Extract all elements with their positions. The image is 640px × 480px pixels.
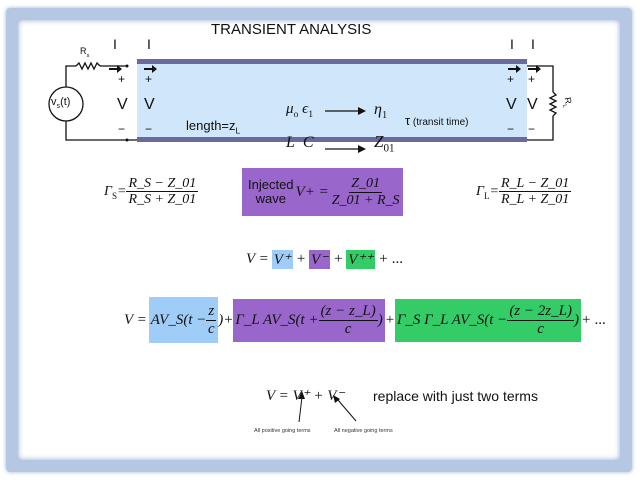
length-label: length=zL [186,118,241,136]
wave-sum-equation: V =V⁺+V⁻+V⁺⁺+ ... [246,250,404,269]
top-conductor [137,59,527,64]
two-term-equation: V = V⁺ + V⁻ [266,388,345,404]
source-label: vs(t) [51,96,71,111]
minus-sign: − [118,122,126,136]
current-label-line-in: I [147,36,151,52]
voltage-label: V [144,96,155,113]
positive-terms-note: All positive going terms [254,428,311,434]
current-label-line-out: I [510,36,514,52]
plus-sign: + [528,72,536,86]
line-params: L C [286,134,314,151]
plus-sign: + [507,72,515,86]
impedance-eta: η1 [374,101,388,122]
minus-sign: − [507,122,515,136]
current-label-load: I [531,36,535,52]
voltage-label: V [527,96,538,113]
line-body [137,62,527,140]
voltage-label: V [506,96,517,113]
two-term-note: replace with just two terms [373,388,538,404]
material-params: μo ϵ1 [286,101,314,120]
transit-time: τ (transit time) [405,113,469,128]
current-label-source: I [113,36,117,52]
rs-resistor-icon [75,61,101,71]
bottom-conductor [137,137,527,142]
minus-sign: − [145,122,153,136]
characteristic-impedance: Z01 [374,132,395,155]
current-arrows [109,65,541,73]
voltage-label: V [117,96,128,113]
slide-title: TRANSIENT ANALYSIS [211,21,372,38]
plus-sign: + [118,72,126,86]
minus-sign: − [528,122,536,136]
negative-terms-note: All negative going terms [334,428,393,434]
transmission-line-diagram [48,59,558,153]
rl-resistor-icon [548,91,558,117]
plus-sign: + [145,72,153,86]
source-icon [48,86,84,122]
slide-frame [6,8,632,472]
rs-label: Rs [80,46,90,59]
